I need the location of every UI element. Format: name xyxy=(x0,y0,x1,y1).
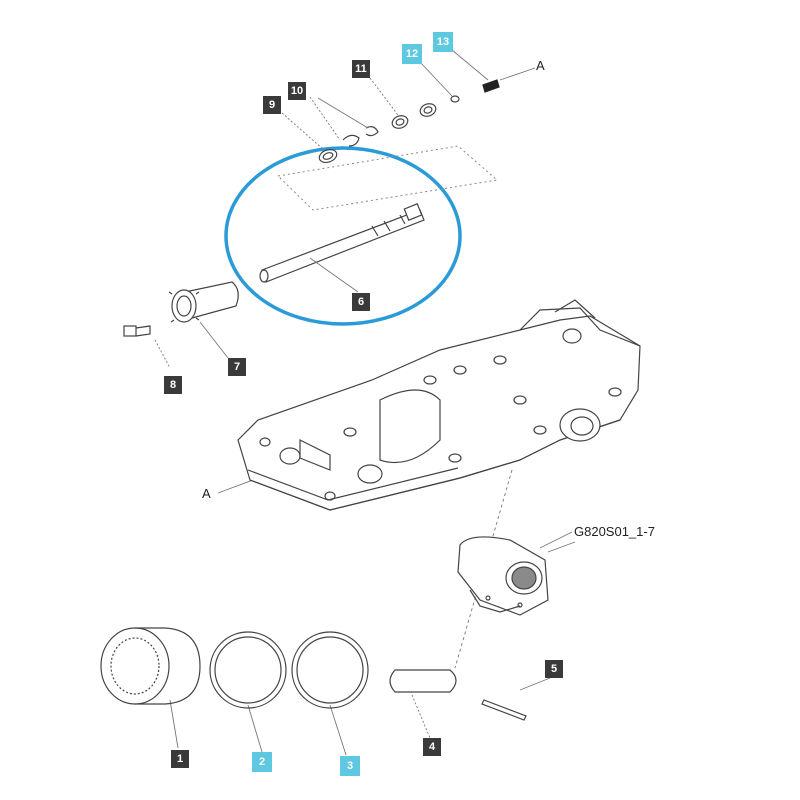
small-rings xyxy=(318,95,460,164)
callout-13: 13 xyxy=(433,32,453,52)
callout-2: 2 xyxy=(252,752,272,772)
callout-4: 4 xyxy=(423,738,441,756)
subassembly-reference-label: G820S01_1-7 xyxy=(574,524,655,539)
callout-10: 10 xyxy=(288,82,306,100)
highlight-circle xyxy=(224,146,462,326)
shaft-part xyxy=(259,203,425,283)
plunger-part xyxy=(389,669,457,693)
callout-7: 7 xyxy=(228,358,246,376)
reference-label-a-top: A xyxy=(536,58,545,73)
roll-pin-part xyxy=(481,699,527,721)
callout-3: 3 xyxy=(340,756,360,776)
exploded-plane-outline xyxy=(276,145,499,211)
bolt-part xyxy=(123,325,151,337)
subassembly-valve xyxy=(457,536,549,616)
callout-9: 9 xyxy=(263,96,281,114)
filter-cup-part xyxy=(100,627,201,705)
callout-12: 12 xyxy=(402,44,422,64)
reference-label-a-left: A xyxy=(202,486,211,501)
o-ring-2 xyxy=(209,631,287,709)
callout-8: 8 xyxy=(164,376,182,394)
main-housing xyxy=(237,299,641,511)
o-ring-3 xyxy=(291,631,369,709)
callout-11: 11 xyxy=(352,60,370,78)
callout-1: 1 xyxy=(171,750,189,768)
gear-sleeve-part xyxy=(168,281,239,323)
pin-part-13 xyxy=(482,79,500,93)
callout-5: 5 xyxy=(545,660,563,678)
callout-6: 6 xyxy=(352,293,370,311)
